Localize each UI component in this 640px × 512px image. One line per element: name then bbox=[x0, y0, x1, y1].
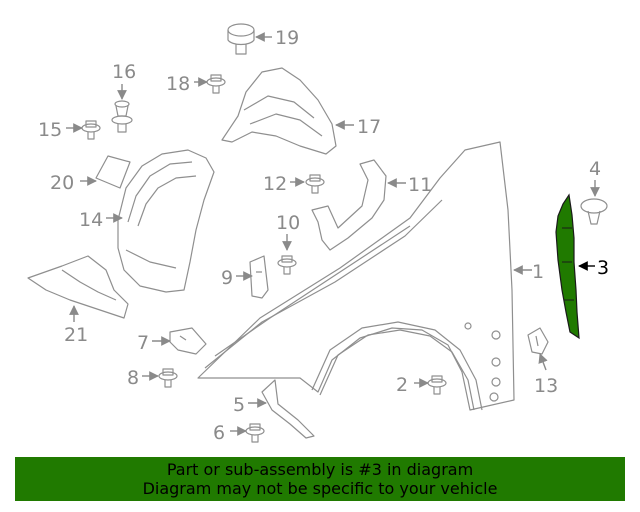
banner-line-1: Part or sub-assembly is #3 in diagram bbox=[166, 460, 474, 479]
bolt-part-10 bbox=[277, 255, 297, 275]
bolt-part-12 bbox=[305, 174, 325, 194]
callout-11: 11 bbox=[408, 174, 432, 196]
callout-17: 17 bbox=[357, 116, 381, 138]
callout-15: 15 bbox=[38, 119, 62, 141]
bolt-part-15 bbox=[81, 120, 101, 140]
callout-21: 21 bbox=[64, 324, 88, 346]
plug-part-19 bbox=[227, 23, 255, 55]
part-notice-banner: Part or sub-assembly is #3 in diagram Di… bbox=[15, 457, 625, 501]
callout-12: 12 bbox=[263, 173, 287, 195]
callout-7: 7 bbox=[137, 332, 149, 354]
bracket-part-11 bbox=[311, 159, 387, 251]
bolt-part-6 bbox=[245, 423, 265, 443]
callout-20: 20 bbox=[50, 172, 74, 194]
leader-13 bbox=[538, 353, 548, 371]
bracket-part-9 bbox=[249, 255, 269, 299]
callout-6: 6 bbox=[213, 422, 225, 444]
liner-part-17 bbox=[221, 67, 337, 155]
callout-18: 18 bbox=[166, 73, 190, 95]
bracket-part-7 bbox=[169, 327, 207, 355]
bolt-part-2 bbox=[427, 375, 447, 395]
clip-part-16 bbox=[111, 100, 133, 133]
bolt-part-18 bbox=[206, 74, 226, 94]
bracket-part-highlighted[interactable] bbox=[555, 193, 580, 340]
pad-part-20 bbox=[95, 155, 131, 189]
callout-10: 10 bbox=[276, 212, 300, 234]
callout-2: 2 bbox=[396, 374, 408, 396]
callout-13: 13 bbox=[534, 375, 558, 397]
bracket-part-13 bbox=[527, 327, 549, 355]
callout-1: 1 bbox=[532, 261, 544, 283]
callout-9: 9 bbox=[221, 267, 233, 289]
callout-4: 4 bbox=[589, 158, 601, 180]
callout-14: 14 bbox=[79, 209, 103, 231]
bracket-part-detail bbox=[562, 227, 574, 301]
fender-part bbox=[197, 141, 515, 411]
wheel-liner-part-14 bbox=[117, 149, 215, 293]
banner-line-2: Diagram may not be specific to your vehi… bbox=[142, 479, 498, 498]
callout-3[interactable]: 3 bbox=[597, 257, 609, 279]
bolt-part-8 bbox=[158, 368, 178, 388]
callout-5: 5 bbox=[233, 394, 245, 416]
callout-16: 16 bbox=[112, 61, 136, 83]
callout-19: 19 bbox=[275, 27, 299, 49]
callout-8: 8 bbox=[127, 367, 139, 389]
clip-part-4 bbox=[580, 198, 608, 225]
shield-part-21 bbox=[27, 255, 129, 319]
parts-diagram: 1 2 3 4 5 6 7 8 9 10 11 12 13 14 15 16 1… bbox=[27, 23, 609, 444]
bracket-part-5 bbox=[261, 379, 315, 439]
